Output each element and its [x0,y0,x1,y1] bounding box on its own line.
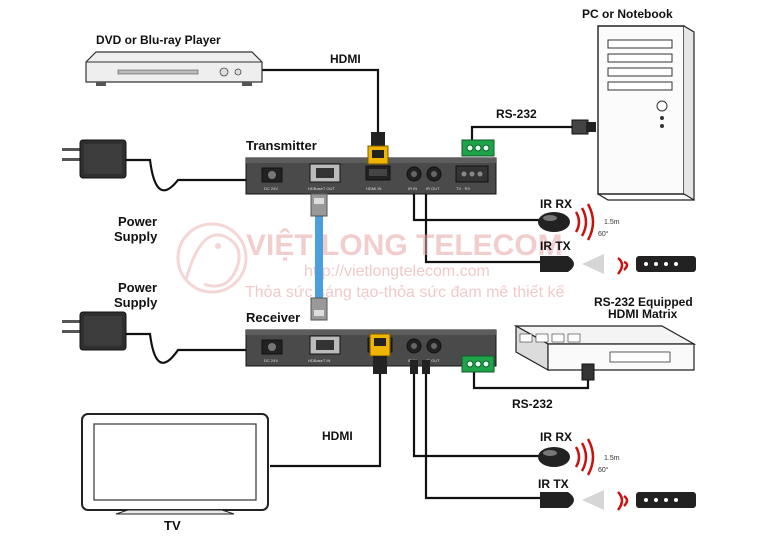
pc-tower: PC or Notebook [582,7,695,202]
ir-emitter-bottom [540,490,604,510]
rx-ir-out-port: IR OUT [426,338,442,363]
ir-receiver-bottom: 1.5m 60° [538,438,620,476]
rj45-plug-bottom [310,297,328,321]
svg-text:1.5m: 1.5m [604,455,620,462]
ir-emitter-top [540,254,604,274]
ir-plug-rx-2 [422,360,430,374]
remote-control-top [617,256,696,275]
power-supply-label-bottom-2: Supply [114,295,158,310]
ir-rx-label-bottom: IR RX [540,430,572,444]
dvd-player: DVD or Blu-ray Player [85,33,263,86]
rj45-plug-top [310,193,328,217]
ir-receiver-top: 1.5m 60° [538,203,620,241]
rs232-cable-bottom [472,372,590,390]
terminal-block-tx [461,139,495,157]
svg-text:HDBaseT IN: HDBaseT IN [308,358,330,363]
power-cable-top [126,158,266,192]
ir-rx-cable-bottom [412,372,540,458]
hdmi-label-top: HDMI [330,52,361,66]
svg-text:HDBaseT OUT: HDBaseT OUT [308,186,335,191]
tv-label: TV [164,518,181,533]
power-supply-label-top-2: Supply [114,229,158,244]
ir-rx-label-top: IR RX [540,197,572,211]
svg-text:60°: 60° [598,230,609,238]
rx-dc-port: DC 24V [261,339,283,363]
ir-plug-rx-1 [410,360,418,374]
watermark-slogan: Thỏa sức sáng tạo-thỏa sức đam mê thiết … [245,284,564,301]
svg-text:IR OUT: IR OUT [426,186,440,191]
svg-text:DC 24V: DC 24V [264,358,278,363]
remote-control-bottom [616,491,696,511]
ir-rx-cable-top [412,186,540,222]
svg-text:1.5m: 1.5m [604,219,620,226]
tx-hdmi-port: HDMI IN [365,165,391,191]
rs232-cable-top [470,125,572,140]
db9-connector-matrix [581,363,595,381]
svg-text:60°: 60° [598,466,609,474]
tx-dc-port: DC 24V [261,167,283,191]
ir-tx-cable-bottom [424,372,540,500]
rs232-label-top: RS-232 [496,107,537,121]
db9-connector-pc [571,119,596,135]
dvd-label: DVD or Blu-ray Player [96,33,221,47]
tx-hdbaset-port: HDBaseT OUT [308,163,341,191]
svg-text:DC 24V: DC 24V [264,186,278,191]
tx-ir-in-port: IR IN [406,166,422,191]
watermark: VIỆT LONG TELECOM http://vietlongtelecom… [176,222,564,301]
wiring [126,68,590,500]
svg-text:IR OUT: IR OUT [426,358,440,363]
tx-serial-port: TX · RX [455,165,489,191]
hdmi-plug-rx [369,333,391,374]
hdmi-label-bottom: HDMI [322,429,353,443]
power-adapter-bottom [62,311,127,351]
ir-tx-cable-top [424,186,540,264]
terminal-block-rx [461,355,495,373]
svg-text:IR IN: IR IN [408,186,417,191]
cat-cable [310,193,328,321]
rx-hdbaset-port: HDBaseT IN [308,335,341,363]
hdmi-plug-tx [367,132,389,165]
ir-tx-label-top: IR TX [540,239,571,253]
svg-text:TX · RX: TX · RX [456,186,471,191]
dragon-logo-icon [176,222,248,294]
matrix-label-1: RS-232 Equipped [594,295,693,309]
hdmi-matrix [513,324,697,372]
hdmi-cable-sink [270,360,382,468]
pc-label: PC or Notebook [582,7,673,21]
watermark-name: VIỆT LONG TELECOM [246,228,563,262]
power-cable-bottom [126,332,266,364]
receiver-label: Receiver [246,310,300,325]
matrix-label-2: HDMI Matrix [608,307,678,321]
tv-screen [81,413,269,515]
power-supply-label-bottom-1: Power [118,280,157,295]
svg-text:HDMI IN: HDMI IN [366,186,381,191]
power-adapter-top [62,139,127,179]
rs232-label-bottom: RS-232 [512,397,553,411]
ir-tx-label-bottom: IR TX [538,477,569,491]
transmitter-label: Transmitter [246,138,317,153]
watermark-url: http://vietlongtelecom.com [304,263,490,280]
power-supply-label-top-1: Power [118,214,157,229]
tx-ir-out-port: IR OUT [426,166,442,191]
hdmi-cable-source [258,68,380,140]
